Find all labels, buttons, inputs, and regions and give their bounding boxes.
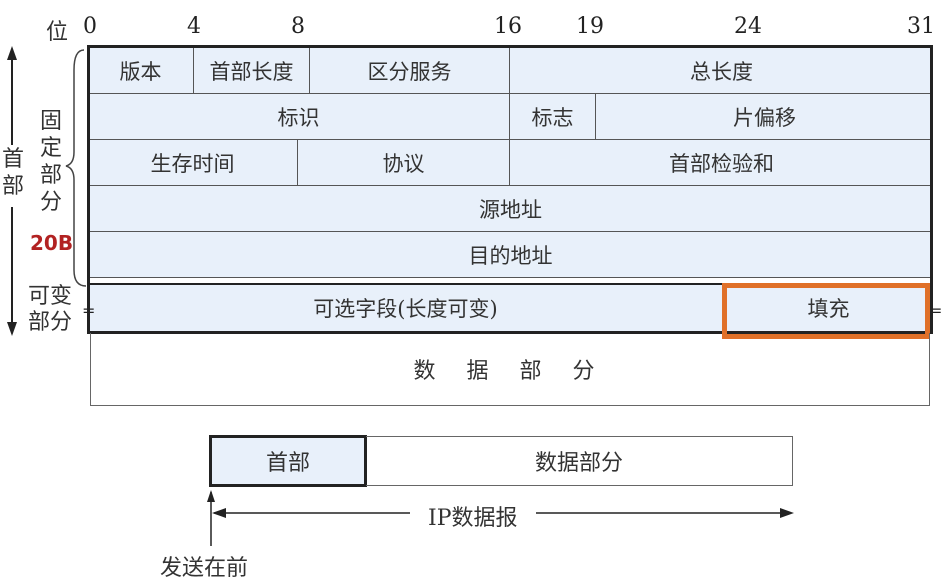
- variable-part-line1: 可变: [28, 284, 73, 309]
- field-identification: 标识: [88, 94, 510, 139]
- datagram-label: IP数据报: [428, 506, 518, 531]
- header-span-arrow-icon: [0, 46, 87, 336]
- bit-axis-label: 位: [46, 20, 69, 45]
- field-diff-services: 区分服务: [310, 48, 510, 93]
- header-label: 首部: [1, 147, 24, 199]
- field-header-length: 首部长度: [194, 48, 310, 93]
- table-top-border: [87, 45, 933, 48]
- field-version: 版本: [88, 48, 194, 93]
- tick-16: 16: [494, 14, 522, 39]
- tick-19: 19: [576, 14, 604, 39]
- variable-marker-left: =: [82, 301, 96, 320]
- variable-part-line2: 部分: [28, 310, 73, 335]
- tick-24: 24: [734, 14, 762, 39]
- datagram-span-arrow-icon: [207, 490, 794, 546]
- field-ttl: 生存时间: [88, 140, 298, 185]
- datagram-data: 数据部分: [366, 436, 793, 486]
- field-protocol: 协议: [298, 140, 510, 185]
- padding-highlight-box: [722, 283, 930, 339]
- tick-8: 8: [291, 14, 305, 39]
- data-part: 数 据 部 分: [90, 333, 930, 406]
- header-row-2: 标识 标志 片偏移: [88, 94, 933, 140]
- field-total-length: 总长度: [510, 48, 933, 93]
- field-fragment-offset: 片偏移: [596, 94, 933, 139]
- tick-4: 4: [187, 14, 201, 39]
- fixed-size-label: 20B: [30, 231, 74, 255]
- tick-0: 0: [83, 14, 97, 39]
- variable-marker-right: =: [929, 301, 943, 320]
- header-row-5: 目的地址: [88, 232, 933, 278]
- table-left-border: [87, 45, 90, 334]
- fixed-part-label: 固定部分: [39, 109, 62, 215]
- field-options: 可选字段(长度可变): [88, 284, 724, 332]
- variable-part-label: 可变 部分: [28, 284, 72, 336]
- field-padding: 填充: [724, 284, 933, 332]
- field-source-address: 源地址: [88, 186, 933, 231]
- header-row-3: 生存时间 协议 首部检验和: [88, 140, 933, 186]
- field-dest-address: 目的地址: [88, 232, 933, 277]
- tick-31: 31: [907, 14, 935, 39]
- header-row-6: 可选字段(长度可变) 填充: [88, 284, 933, 332]
- field-flags: 标志: [510, 94, 596, 139]
- field-header-checksum: 首部检验和: [510, 140, 933, 185]
- fixed-variable-divider: [87, 283, 933, 285]
- send-first-label: 发送在前: [160, 556, 249, 581]
- header-row-1: 版本 首部长度 区分服务 总长度: [88, 48, 933, 94]
- header-row-4: 源地址: [88, 186, 933, 232]
- datagram-header: 首部: [209, 435, 367, 487]
- table-right-border: [930, 45, 933, 334]
- table-bottom-border: [87, 331, 933, 334]
